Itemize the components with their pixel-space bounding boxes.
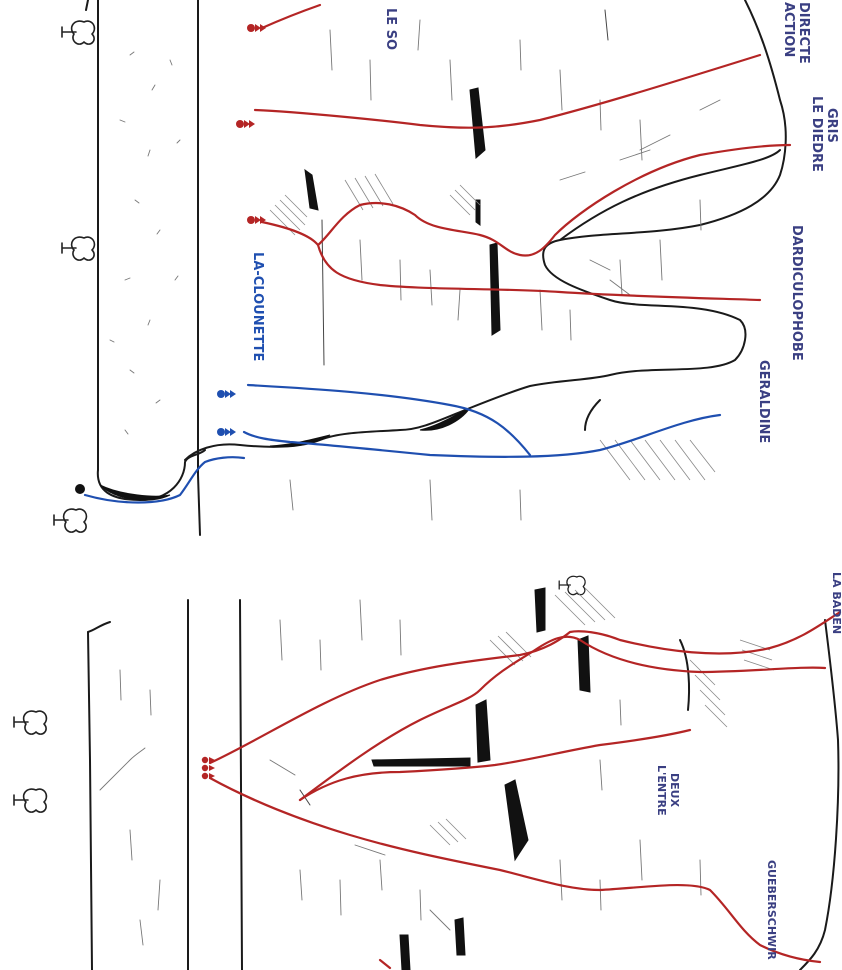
topo-panel-top: LE SO ACTION DIRECTE LE DIEDRE GRIS LA-C…: [54, 0, 839, 535]
anchor-icons-bottom: [202, 757, 215, 779]
tree-icon: [14, 789, 46, 812]
route-label-line: ACTION: [781, 2, 796, 57]
route-line: [318, 245, 760, 300]
tree-icon: [54, 509, 86, 532]
edge-tick: [86, 0, 88, 10]
route-label: DARDICULOPHOBE: [789, 225, 804, 361]
route-line: [244, 415, 720, 457]
route-label: GERALDINE: [756, 360, 771, 443]
roof-feature: [476, 700, 490, 762]
route-line: [380, 960, 390, 968]
roof-feature: [535, 588, 545, 632]
roof-feature: [305, 170, 318, 210]
ledge-line: [240, 600, 242, 970]
roof-feature: [476, 200, 480, 225]
route-label: GUEBERSCHWIR: [765, 860, 778, 960]
roof-feature: [400, 935, 410, 970]
tree-icon: [62, 237, 94, 260]
plateau-corner: [88, 622, 110, 632]
anchor-point-icon: [75, 484, 85, 494]
route-label-line: L'ENTRE: [655, 765, 668, 816]
belay-anchor-icon: [236, 120, 255, 128]
crag-base-outline: [185, 0, 786, 460]
belay-anchor-icon: [217, 390, 236, 398]
routes-top-blue: [85, 385, 720, 503]
route-label-group: LE DIEDRE GRIS: [809, 96, 839, 172]
routes-top-red: [255, 5, 790, 300]
belay-anchor-icon: [217, 428, 236, 436]
tree-icon: [62, 21, 94, 44]
tree-icon: [14, 711, 46, 734]
nose-shadow: [100, 485, 170, 500]
route-label-group: ACTION DIRECTE: [781, 2, 811, 64]
route-line: [255, 55, 760, 128]
route-line: [300, 730, 690, 800]
route-line: [210, 612, 840, 763]
ledge-shadow: [372, 758, 470, 766]
routes-bottom-red: [210, 612, 840, 968]
base-notch: [585, 400, 600, 430]
plateau-edge-line: [88, 632, 92, 970]
route-label-line: DIRECTE: [796, 2, 811, 64]
ground-texture: [110, 52, 180, 434]
ledge-line: [605, 10, 608, 40]
route-line: [262, 5, 320, 28]
belay-anchor-icon: [247, 24, 266, 32]
rock-cracks: [290, 20, 720, 520]
anchor-icons-top: [217, 24, 266, 436]
crag-base-outline: [800, 620, 838, 970]
route-label: LA-CLOUNETTE: [250, 252, 265, 361]
roof-feature: [470, 88, 485, 158]
route-line: [262, 145, 790, 256]
topo-panel-bottom: LA BADEN L'ENTRE DEUX GUEBERSCHWIR: [14, 572, 842, 970]
route-label-line: DEUX: [668, 773, 681, 808]
route-line: [300, 637, 825, 800]
tree-icon: [559, 576, 585, 594]
route-label-group: L'ENTRE DEUX: [655, 765, 681, 816]
ground-texture: [100, 670, 160, 945]
belay-anchor-icon: [202, 757, 215, 779]
route-label-line: GRIS: [824, 108, 839, 143]
roof-feature: [505, 780, 528, 860]
route-label: LE SO: [383, 8, 398, 50]
route-label: LA BADEN: [830, 572, 842, 634]
route-label-line: LE DIEDRE: [809, 96, 824, 172]
roof-feature: [455, 918, 465, 955]
